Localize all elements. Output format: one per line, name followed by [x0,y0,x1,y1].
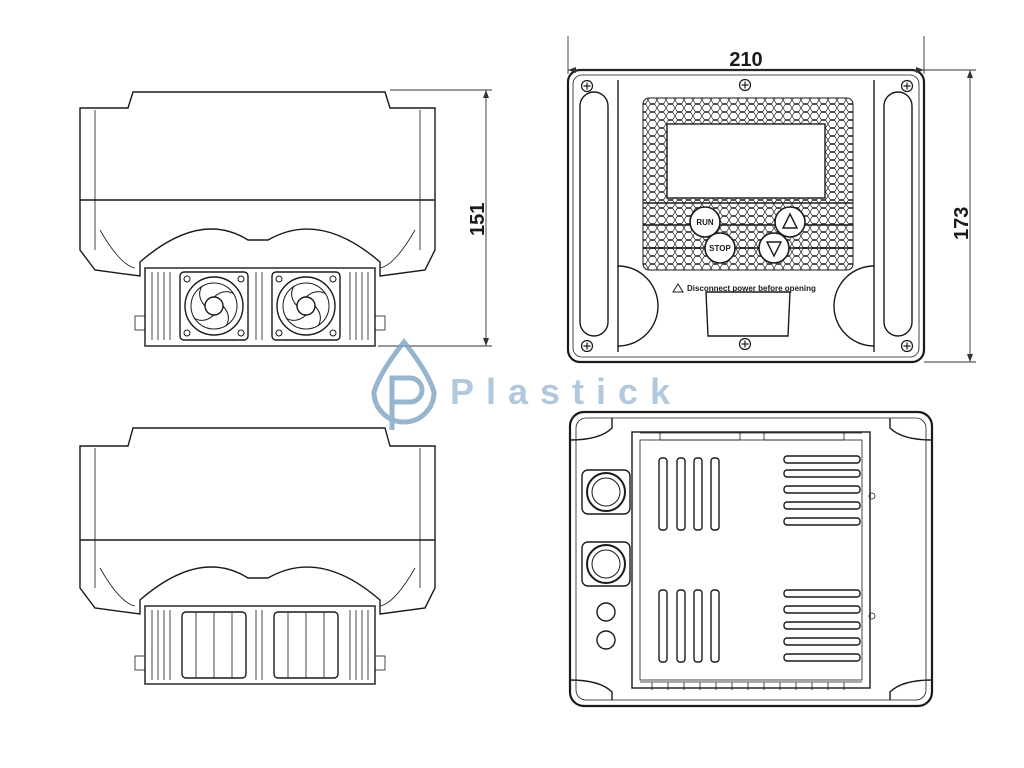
stop-button-label: STOP [709,244,731,253]
knockout-hole [596,630,616,650]
side-view-top: 151 [79,89,492,347]
warning-text: Disconnect power before opening [687,284,816,293]
lcd-display [666,123,826,199]
cable-gland [581,469,631,515]
watermark: Plastick [371,337,682,430]
label-window [705,291,791,337]
fan-icon [181,611,247,679]
run-button-label: RUN [696,218,714,227]
width-dimension-label: 210 [729,49,762,71]
fan-icon [179,271,249,341]
depth-dimension-label: 151 [467,203,489,236]
drop-logo-icon [371,337,437,430]
screw-icon [738,78,752,92]
watermark-text: Plastick [450,371,682,412]
front-view: RUN STOP Disconnect power before opening… [566,36,976,364]
screw-icon [580,339,594,353]
screw-icon [900,79,914,93]
rear-view [568,410,934,708]
warning-triangle-icon [672,283,684,293]
up-arrow-icon [781,212,799,229]
fan-icon [273,611,339,679]
run-button[interactable]: RUN [689,206,721,238]
down-button[interactable] [758,232,790,264]
screw-icon [900,339,914,353]
down-arrow-icon [765,241,783,258]
up-button[interactable] [774,206,806,238]
cable-gland [581,541,631,587]
stop-button[interactable]: STOP [704,232,736,264]
screw-icon [580,79,594,93]
fan-icon [271,271,341,341]
height-dimension-label: 173 [951,207,973,240]
knockout-hole [596,602,616,622]
screw-icon [738,337,752,351]
side-view-bottom [79,427,436,685]
